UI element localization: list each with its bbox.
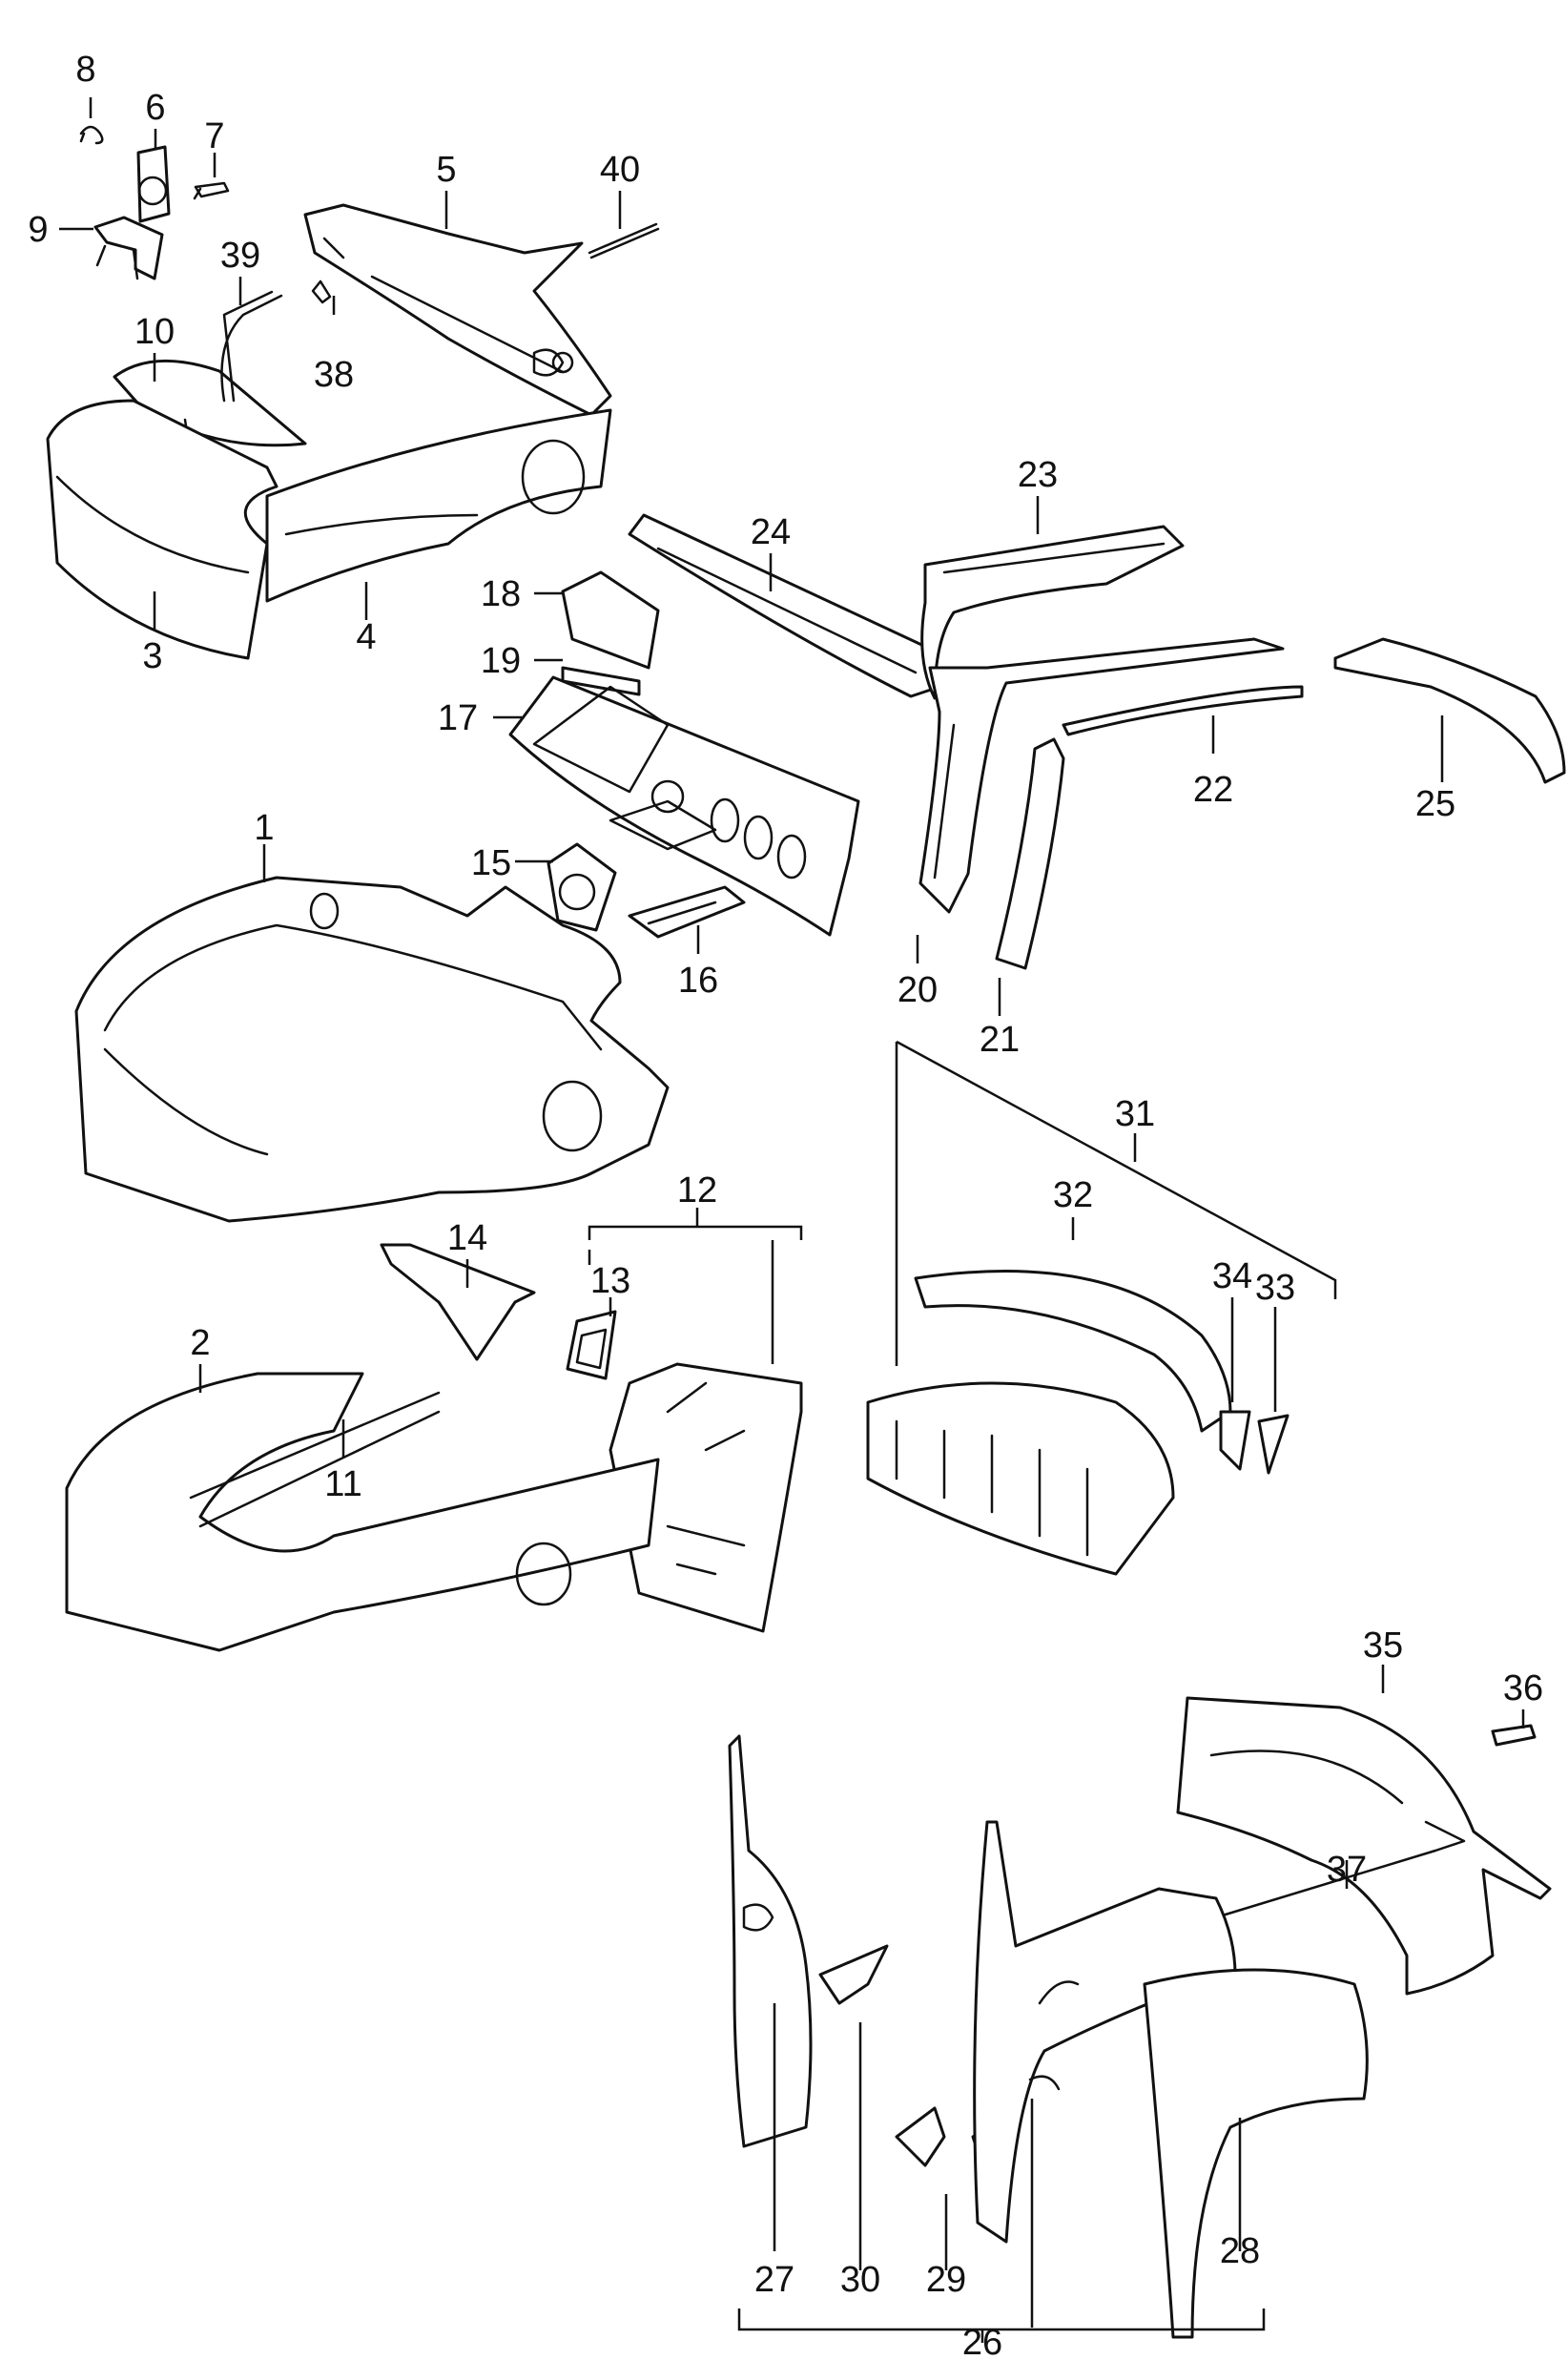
part-8-hook-clip xyxy=(79,125,104,145)
callout-labels: 8 6 7 9 40 5 39 38 10 3 4 23 24 18 19 17… xyxy=(28,50,1543,2360)
callout-31: 31 xyxy=(1115,1094,1155,1134)
part-39-strut-bar xyxy=(220,290,283,403)
callout-14: 14 xyxy=(447,1218,487,1258)
callout-30: 30 xyxy=(840,2260,880,2300)
part-27-pillar-panel xyxy=(728,1734,813,2148)
callout-12: 12 xyxy=(677,1170,717,1211)
part-30-gusset xyxy=(818,1944,889,2005)
callout-2: 2 xyxy=(190,1323,210,1363)
callout-24: 24 xyxy=(751,512,791,552)
callout-29: 29 xyxy=(926,2260,966,2300)
leader-lines xyxy=(59,97,1525,2343)
callout-16: 16 xyxy=(678,961,718,1001)
callout-10: 10 xyxy=(134,312,175,352)
part-11-rod xyxy=(198,1410,441,1528)
callout-38: 38 xyxy=(314,355,354,395)
part-16-bracket-plate xyxy=(628,885,746,939)
part-22-rail-strip xyxy=(1062,685,1304,736)
part-36-clip xyxy=(1491,1724,1537,1747)
callout-23: 23 xyxy=(1018,455,1058,495)
part-21-b-pillar xyxy=(995,737,1065,970)
callout-15: 15 xyxy=(471,843,511,883)
callout-19: 19 xyxy=(481,641,521,681)
part-33-small-bracket xyxy=(1257,1414,1289,1475)
part-34-small-bracket xyxy=(1219,1410,1251,1471)
callout-7: 7 xyxy=(204,116,224,156)
part-37-rod xyxy=(1214,1820,1466,1919)
part-18-small-panel xyxy=(561,570,660,670)
callout-26: 26 xyxy=(962,2323,1002,2360)
part-13-small-plate xyxy=(566,1310,617,1380)
part-3-front-apron xyxy=(46,399,279,660)
part-6-bracket-plate xyxy=(136,145,171,223)
callout-32: 32 xyxy=(1053,1175,1093,1215)
part-19-strip xyxy=(561,666,641,696)
part-1-front-body-assembly xyxy=(74,876,670,1223)
callout-27: 27 xyxy=(754,2260,794,2300)
callout-8: 8 xyxy=(75,50,95,90)
callout-6: 6 xyxy=(145,88,165,128)
callout-25: 25 xyxy=(1415,784,1455,824)
callout-9: 9 xyxy=(28,210,48,250)
part-20-a-pillar xyxy=(918,637,1285,914)
callout-20: 20 xyxy=(897,970,938,1010)
callout-5: 5 xyxy=(436,150,456,190)
callout-17: 17 xyxy=(438,698,478,738)
part-2-front-body-shell xyxy=(65,1372,660,1652)
part-28-rear-quarter-outer xyxy=(973,1820,1369,2339)
callout-22: 22 xyxy=(1193,770,1233,810)
part-17-dash-panel xyxy=(508,675,860,937)
part-14-small-panel xyxy=(380,1243,536,1361)
callout-36: 36 xyxy=(1503,1668,1543,1708)
part-4-wheel-housing xyxy=(265,408,612,603)
callout-13: 13 xyxy=(590,1261,630,1301)
callout-35: 35 xyxy=(1363,1625,1403,1666)
part-31-rear-floor-panel xyxy=(866,1381,1175,1576)
callout-37: 37 xyxy=(1327,1850,1367,1890)
part-35-rear-quarter-inner xyxy=(1176,1696,1552,1996)
part-15-gauge-bracket xyxy=(547,842,617,932)
part-23-corner-panel xyxy=(920,525,1185,700)
callout-33: 33 xyxy=(1255,1268,1295,1308)
callout-34: 34 xyxy=(1212,1256,1252,1296)
part-24-header-rail xyxy=(628,513,941,698)
callout-18: 18 xyxy=(481,574,521,614)
part-9-bracket xyxy=(93,216,164,280)
callout-4: 4 xyxy=(356,617,376,657)
callout-28: 28 xyxy=(1220,2231,1260,2271)
part-38-clip xyxy=(311,279,332,304)
callout-40: 40 xyxy=(600,150,640,190)
part-5-cowl-member xyxy=(303,203,612,417)
part-7-clip xyxy=(193,181,230,200)
callout-21: 21 xyxy=(980,1020,1020,1060)
callout-3: 3 xyxy=(142,636,162,676)
callout-39: 39 xyxy=(220,236,260,276)
callout-1: 1 xyxy=(254,808,274,848)
callout-11: 11 xyxy=(324,1464,361,1504)
part-25-rear-corner-panel xyxy=(1333,637,1566,784)
part-40-rod xyxy=(588,222,660,259)
